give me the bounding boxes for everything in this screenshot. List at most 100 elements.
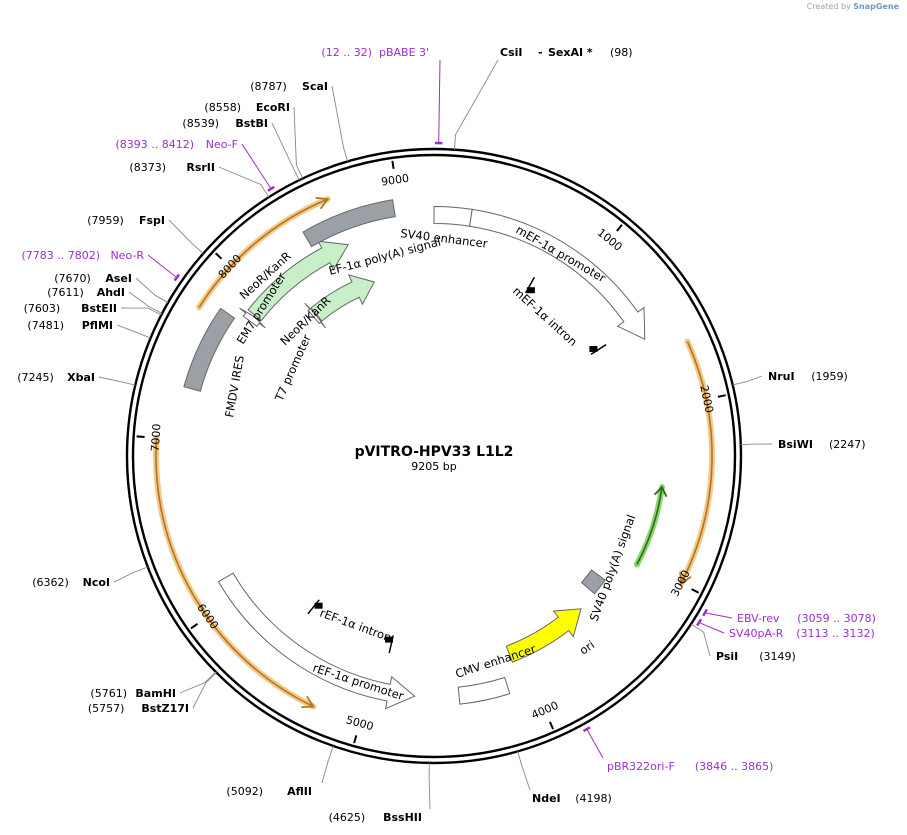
primer-ebv-rev[interactable]: EBV-rev(3059 .. 3078) bbox=[737, 612, 876, 625]
primer-leader-line bbox=[147, 254, 177, 278]
enzyme-leader-line bbox=[517, 751, 531, 791]
primer-neo-r[interactable]: Neo-R(7783 .. 7802) bbox=[21, 249, 144, 262]
enzyme-position: (5757) bbox=[88, 702, 125, 715]
enzyme-leader-line bbox=[293, 106, 304, 179]
label-ef-polya: EF-1α poly(A) signal bbox=[327, 234, 442, 277]
orf-arrowhead bbox=[653, 485, 668, 498]
enzyme-position: (8558) bbox=[204, 101, 241, 114]
feature-ref-1-intron[interactable] bbox=[307, 599, 394, 654]
feature-ef-1-poly-a-signal[interactable] bbox=[302, 199, 396, 248]
enzyme-separator: - bbox=[538, 46, 543, 59]
enzyme-position: (7245) bbox=[17, 371, 54, 384]
enzyme-site-asei[interactable]: AseI(7670) bbox=[54, 272, 132, 285]
enzyme-site-bsiwi[interactable]: BsiWI(2247) bbox=[778, 438, 866, 451]
enzyme-site-ecori[interactable]: EcoRI (8558) bbox=[204, 101, 290, 114]
orf-arrowhead bbox=[301, 696, 316, 708]
feature-t7-promoter[interactable] bbox=[304, 302, 327, 329]
enzyme-site-bstz17i[interactable]: BstZ17I(5757) bbox=[88, 702, 189, 715]
primer-leader-line bbox=[241, 143, 271, 189]
primer-name: pBABE 3' bbox=[379, 46, 429, 59]
enzyme-name: NdeI bbox=[532, 792, 561, 805]
enzyme-site-ndei[interactable]: NdeI (4198) bbox=[532, 792, 612, 805]
primer-neo-f[interactable]: Neo-F(8393 .. 8412) bbox=[115, 138, 238, 151]
enzyme-name-secondary: SexAI * bbox=[548, 46, 593, 59]
primer-name: Neo-R bbox=[110, 249, 144, 262]
enzyme-site-scai[interactable]: ScaI (8787) bbox=[250, 80, 328, 93]
feature-l1l2-orf-1[interactable] bbox=[678, 338, 716, 587]
enzyme-name: EcoRI bbox=[256, 101, 290, 114]
enzyme-site-psii[interactable]: PsiI(3149) bbox=[716, 650, 796, 663]
feature-fmdv-ires[interactable] bbox=[183, 307, 236, 392]
primer-mark bbox=[702, 608, 708, 617]
label-sv40-polya: SV40 poly(A) signal bbox=[587, 513, 639, 623]
enzyme-site-fspi[interactable]: FspI(7959) bbox=[87, 214, 165, 227]
enzyme-site-bamhi[interactable]: BamHI(5761) bbox=[90, 687, 176, 700]
label-fmdv-ires: FMDV IRES bbox=[222, 354, 247, 418]
primer-leader-line bbox=[699, 622, 725, 634]
tick-mark bbox=[717, 394, 726, 398]
feature-mef-1-intron[interactable] bbox=[524, 276, 607, 356]
enzyme-site-aflii[interactable]: AflII(5092) bbox=[226, 785, 312, 798]
feature-mef-1-promoter[interactable] bbox=[469, 208, 646, 341]
enzyme-leader-line bbox=[192, 672, 217, 709]
credit-prefix: Created by bbox=[806, 2, 851, 11]
feature-em7-promoter[interactable] bbox=[239, 307, 266, 329]
enzyme-site-xbai[interactable]: XbaI(7245) bbox=[17, 371, 95, 384]
feature-l1l2-orf-2[interactable] bbox=[153, 434, 317, 710]
feature-sv40-enhancer[interactable] bbox=[433, 205, 473, 227]
intron-boundary bbox=[307, 599, 320, 615]
enzyme-position: (7959) bbox=[87, 214, 124, 227]
primer-sv40pa-r[interactable]: SV40pA-R(3113 .. 3132) bbox=[729, 627, 875, 640]
label-ori: ori bbox=[577, 638, 597, 658]
primer-leader-line bbox=[586, 729, 604, 759]
enzyme-name: PflMI bbox=[82, 319, 113, 332]
enzyme-leader-line bbox=[135, 277, 169, 304]
enzyme-name: BamHI bbox=[135, 687, 176, 700]
orf-line bbox=[198, 198, 329, 308]
enzyme-position: (5092) bbox=[226, 785, 263, 798]
feature-ori[interactable] bbox=[505, 608, 582, 663]
enzyme-site-csii[interactable]: CsiI-SexAI *(98) bbox=[500, 46, 633, 59]
feature-cmv-enhancer[interactable] bbox=[457, 676, 511, 705]
enzyme-site-ahdi[interactable]: AhdI(7611) bbox=[47, 286, 125, 299]
orf-halo bbox=[633, 484, 665, 568]
enzyme-position: (8787) bbox=[250, 80, 287, 93]
enzyme-leader-line bbox=[454, 59, 499, 150]
tick-mark bbox=[136, 435, 145, 438]
enzyme-position: (8373) bbox=[129, 161, 166, 174]
enzyme-site-pflmi[interactable]: PflMI(7481) bbox=[27, 319, 113, 332]
enzyme-name: BstBI bbox=[235, 117, 268, 130]
feature-neor-kanr-2[interactable] bbox=[310, 274, 375, 322]
enzyme-site-ncoi[interactable]: NcoI(6362) bbox=[32, 576, 110, 589]
tick-mark bbox=[391, 160, 395, 169]
enzyme-site-bsshii[interactable]: BssHII(4625) bbox=[329, 811, 422, 824]
enzyme-site-rsrii[interactable]: RsrII(8373) bbox=[129, 161, 215, 174]
feature-green-orf[interactable] bbox=[633, 484, 668, 568]
label-ref-intron: rEF-1α intron bbox=[318, 606, 393, 645]
enzyme-position: (7603) bbox=[24, 302, 61, 315]
intron-flag bbox=[385, 636, 393, 643]
primer-pbabe-3[interactable]: (12 .. 32) pBABE 3' bbox=[321, 46, 429, 59]
primer-mark bbox=[696, 618, 703, 627]
enzyme-site-nrui[interactable]: NruI(1959) bbox=[768, 370, 848, 383]
feature-neor-kanr[interactable] bbox=[247, 240, 350, 322]
primer-range: (12 .. 32) bbox=[321, 46, 372, 59]
enzyme-position: (7611) bbox=[47, 286, 84, 299]
primer-name: Neo-F bbox=[206, 138, 238, 151]
enzyme-leader-line bbox=[428, 762, 431, 810]
enzyme-name: NruI bbox=[768, 370, 795, 383]
primer-pbr322ori-f[interactable]: pBR322ori-F(3846 .. 3865) bbox=[607, 760, 773, 773]
feature-l1l2-orf-3[interactable] bbox=[196, 196, 331, 311]
feature-ref-1-promoter[interactable] bbox=[217, 572, 416, 710]
enzyme-site-bsteii[interactable]: BstEII(7603) bbox=[24, 302, 117, 315]
tick-label: 3000 bbox=[668, 568, 692, 599]
enzyme-name: ScaI bbox=[302, 80, 328, 93]
feature-sv40-poly-a-signal[interactable] bbox=[580, 569, 606, 595]
enzyme-leader-line bbox=[113, 566, 148, 583]
tick-mark bbox=[353, 735, 358, 744]
enzyme-position: (6362) bbox=[32, 576, 69, 589]
enzyme-site-bstbi[interactable]: BstBI(8539) bbox=[182, 117, 268, 130]
enzyme-position: (4198) bbox=[575, 792, 612, 805]
feature-layer bbox=[153, 196, 716, 710]
